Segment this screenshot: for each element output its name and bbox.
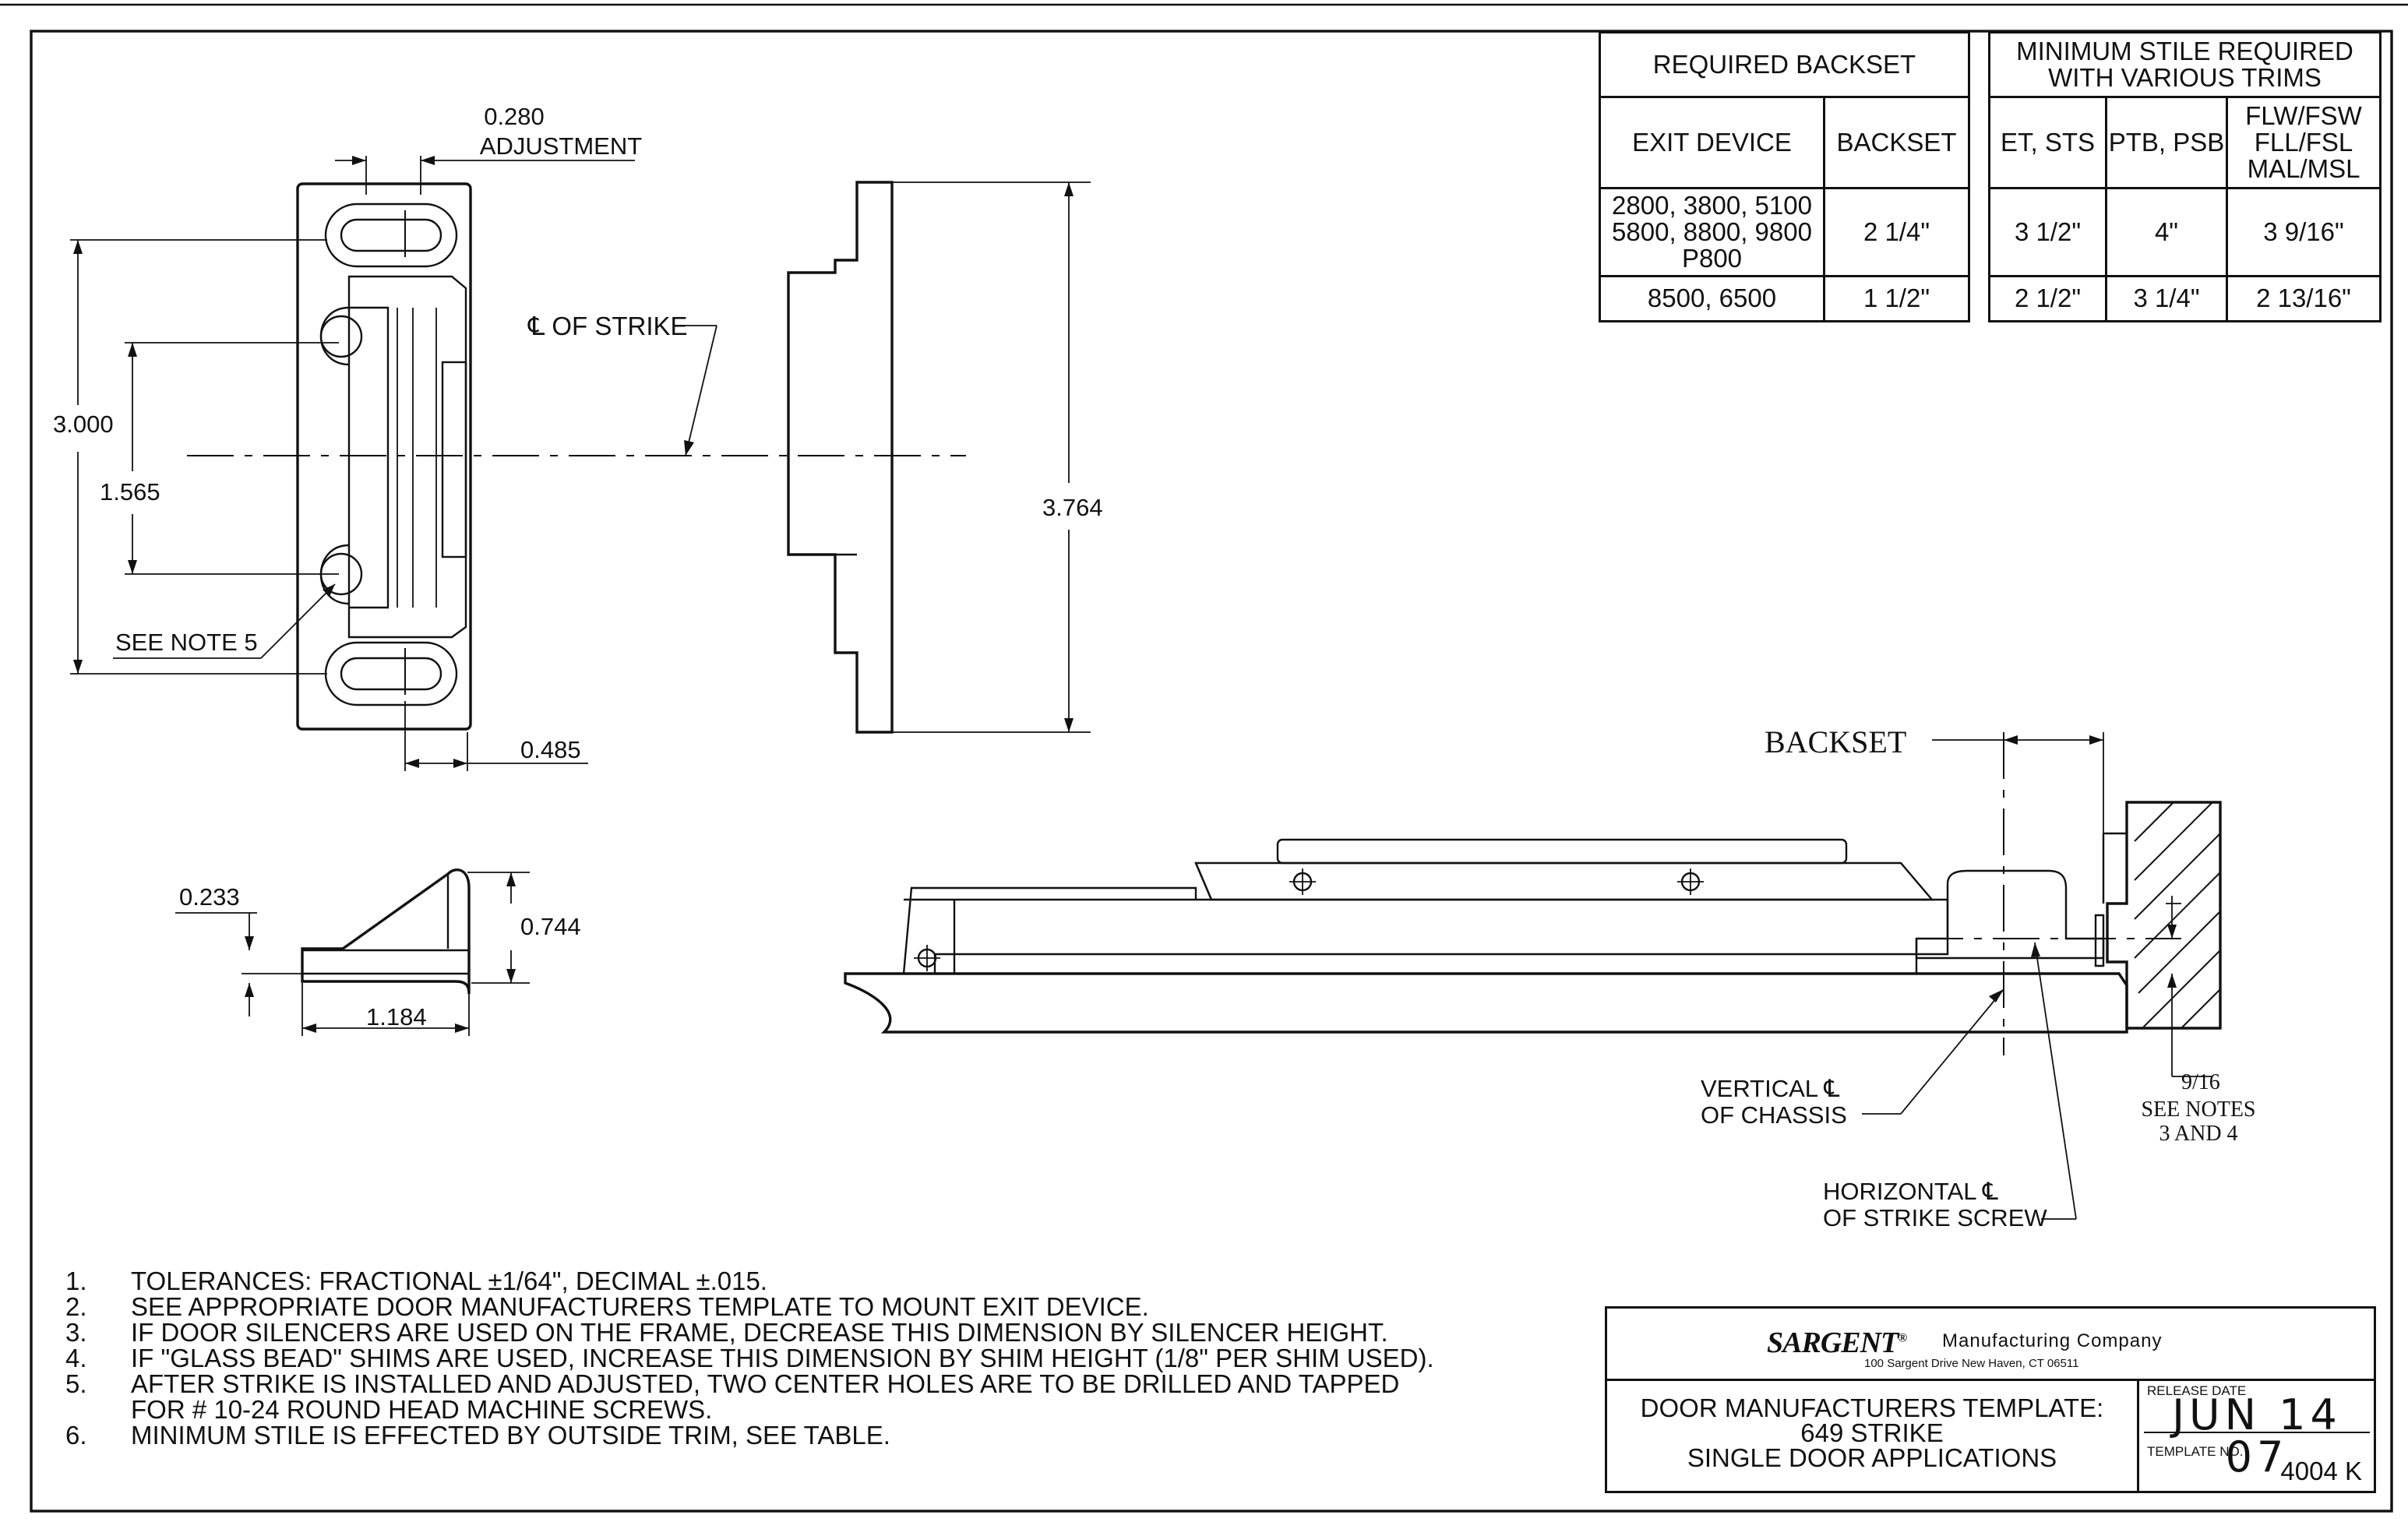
push-pad-top	[1276, 838, 1848, 865]
sargent-logo: SARGENT®	[1767, 1326, 1907, 1359]
frame-hatching	[2134, 801, 2221, 1029]
note-text: SEE APPROPRIATE DOOR MANUFACTURERS TEMPL…	[131, 1292, 1149, 1321]
title-line-1: DOOR MANUFACTURERS TEMPLATE:	[1640, 1393, 2104, 1422]
cell-ptb-psb: 3 1/4"	[2105, 274, 2228, 322]
title-line-3: SINGLE DOOR APPLICATIONS	[1687, 1443, 2057, 1472]
profile-height-dim: 0.744	[520, 913, 581, 940]
keeper-tab	[441, 361, 467, 558]
note-text: MINIMUM STILE IS EFFECTED BY OUTSIDE TRI…	[131, 1421, 890, 1450]
title-block-meta: RELEASE DATE JUN 14 07 TEMPLATE NO. 4004…	[2137, 1379, 2376, 1492]
note-item: 6. MINIMUM STILE IS EFFECTED BY OUTSIDE …	[62, 1422, 1542, 1448]
bottom-slot-inner	[340, 657, 442, 691]
side-height-dim: 3.764	[1042, 494, 1103, 521]
see-notes-label: SEE NOTES	[2142, 1097, 2256, 1122]
note-item: 5. AFTER STRIKE IS INSTALLED AND ADJUSTE…	[62, 1371, 1542, 1422]
note-item: 4. IF "GLASS BEAD" SHIMS ARE USED, INCRE…	[62, 1345, 1542, 1371]
release-date: JUN 14 07	[2144, 1394, 2370, 1478]
note-text: TOLERANCES: FRACTIONAL ±1/64", DECIMAL ±…	[131, 1267, 767, 1295]
title-block-header: SARGENT® Manufacturing Company 100 Sarge…	[1607, 1309, 2374, 1381]
strike-side-view	[787, 181, 1091, 734]
see-note-5: SEE NOTE 5	[115, 629, 258, 656]
col-backset: BACKSET	[1823, 95, 1970, 189]
table-row: 8500, 6500 1 1/2" 2 1/2" 3 1/4" 2 13/16"	[1599, 274, 2382, 322]
note-item: 1. TOLERANCES: FRACTIONAL ±1/64", DECIMA…	[62, 1268, 1542, 1294]
note-item: 3. IF DOOR SILENCERS ARE USED ON THE FRA…	[62, 1319, 1542, 1345]
vertical-cl-label: VERTICAL ℄	[1701, 1075, 1839, 1102]
note-text: AFTER STRIKE IS INSTALLED AND ADJUSTED, …	[131, 1369, 1400, 1424]
cell-flw: 2 13/16"	[2226, 274, 2382, 322]
col-flw: FLW/FSW FLL/FSL MAL/MSL	[2226, 95, 2382, 189]
cell-backset: 1 1/2"	[1823, 274, 1970, 322]
of-strike-screw-label: OF STRIKE SCREW	[1823, 1204, 2047, 1231]
keeper-body	[347, 275, 467, 639]
note-text: IF DOOR SILENCERS ARE USED ON THE FRAME,…	[131, 1318, 1388, 1347]
minimum-stile-header: MINIMUM STILE REQUIRED WITH VARIOUS TRIM…	[1988, 31, 2382, 98]
of-chassis-label: OF CHASSIS	[1701, 1101, 1847, 1129]
adjustment-label: ADJUSTMENT	[480, 132, 642, 160]
col-et-sts: ET, STS	[1988, 95, 2107, 189]
cell-exit-device: 8500, 6500	[1599, 274, 1825, 322]
title-block: SARGENT® Manufacturing Company 100 Sarge…	[1605, 1306, 2376, 1493]
strike-front-view	[70, 156, 966, 771]
lip-height-dim: 0.233	[179, 883, 240, 911]
top-slot-inner	[340, 218, 442, 252]
release-date-label: RELEASE DATE	[2147, 1383, 2247, 1398]
template-no-label: TEMPLATE NO.	[2147, 1444, 2244, 1459]
profile-outline	[301, 868, 471, 995]
cell-ptb-psb: 4"	[2105, 186, 2228, 277]
note-number: 6.	[65, 1421, 87, 1450]
notes-3-and-4-label: 3 AND 4	[2159, 1122, 2237, 1146]
col-ptb-psb: PTB, PSB	[2105, 95, 2228, 189]
company-name: Manufacturing Company	[1942, 1330, 2163, 1351]
note-number: 2.	[65, 1292, 87, 1321]
adjustment-value: 0.280	[484, 103, 545, 130]
top-slot	[324, 203, 458, 268]
table-gap	[1968, 32, 1990, 322]
cl-of-strike-label: ℄ OF STRIKE	[527, 312, 688, 340]
drawing-border	[30, 30, 2393, 1513]
note-number: 1.	[65, 1267, 87, 1295]
note-number: 4.	[65, 1344, 87, 1372]
keeper-inner-left	[349, 306, 390, 609]
title-line-2: 649 STRIKE	[1800, 1418, 1944, 1447]
col-exit-device: EXIT DEVICE	[1599, 95, 1825, 189]
nine-sixteenths-dim: 9/16	[2181, 1070, 2220, 1094]
hole-spacing-dim: 1.565	[100, 478, 160, 506]
side-profile-outline	[787, 181, 894, 734]
device-body	[902, 886, 1949, 975]
note-number: 5.	[65, 1369, 87, 1398]
table-row: 2800, 3800, 5100 5800, 8800, 9800 P800 2…	[1599, 186, 2382, 277]
cell-exit-device: 2800, 3800, 5100 5800, 8800, 9800 P800	[1599, 186, 1825, 277]
backset-stile-table: REQUIRED BACKSET MINIMUM STILE REQUIRED …	[1599, 31, 2382, 322]
installation-section	[844, 732, 2222, 1220]
cell-flw: 3 9/16"	[2226, 186, 2382, 277]
chassis	[1915, 869, 2105, 960]
upper-hole	[319, 315, 363, 358]
horizontal-cl-label: HORIZONTAL ℄	[1823, 1178, 1998, 1205]
note-item: 2. SEE APPROPRIATE DOOR MANUFACTURERS TE…	[62, 1294, 1542, 1319]
cell-et-sts: 2 1/2"	[1988, 274, 2107, 322]
note-text: IF "GLASS BEAD" SHIMS ARE USED, INCREASE…	[131, 1344, 1434, 1372]
template-title: DOOR MANUFACTURERS TEMPLATE: 649 STRIKE …	[1607, 1379, 2137, 1492]
notes-list: 1. TOLERANCES: FRACTIONAL ±1/64", DECIMA…	[62, 1268, 1542, 1448]
cell-et-sts: 3 1/2"	[1988, 186, 2107, 277]
frame-section	[2106, 801, 2222, 1030]
company-address: 100 Sargent Drive New Haven, CT 06511	[1864, 1357, 2079, 1370]
note-number: 3.	[65, 1318, 87, 1347]
width-offset-dim: 0.485	[520, 736, 581, 763]
overall-height-dim: 3.000	[53, 410, 114, 438]
profile-width-dim: 1.184	[366, 1003, 427, 1030]
strike-profile-view	[175, 868, 530, 1036]
template-number: 4004 K	[2280, 1457, 2362, 1485]
backset-label: BACKSET	[1765, 724, 1906, 759]
door-rail	[844, 972, 2128, 1034]
bottom-slot	[324, 641, 458, 706]
cell-backset: 2 1/4"	[1823, 186, 1970, 277]
required-backset-header: REQUIRED BACKSET	[1599, 31, 1970, 98]
